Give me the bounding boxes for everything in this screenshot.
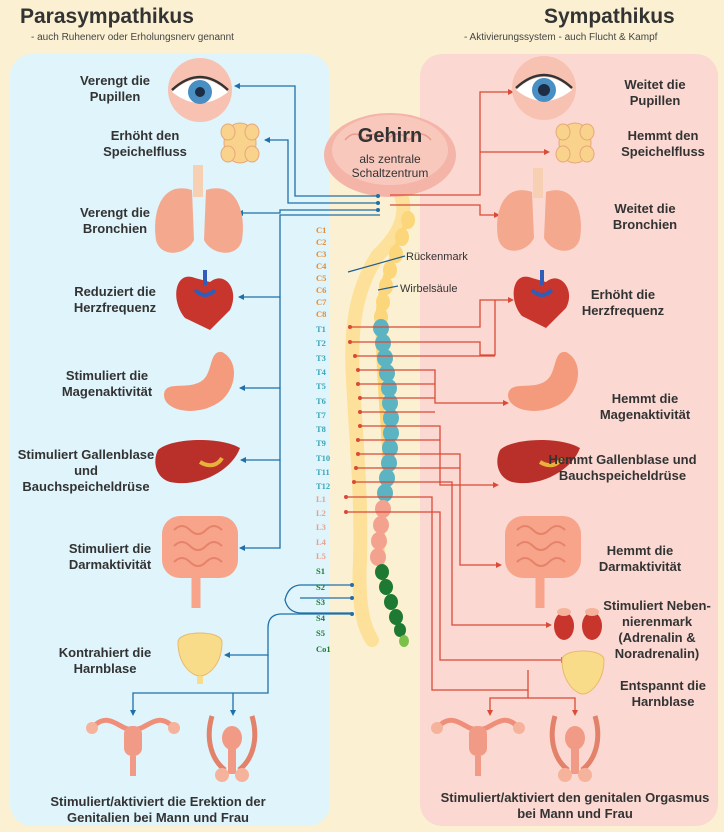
para-liver-label: Stimuliert Gallenblase und Bauchspeichel… <box>16 447 156 495</box>
segment-label-c1: C1 <box>316 225 342 235</box>
segment-label-c4: C4 <box>316 261 342 271</box>
eye-icon <box>168 58 232 122</box>
segment-label-t4: T4 <box>316 367 342 377</box>
para-heart-label: Reduziert die Herzfrequenz <box>60 284 170 316</box>
spinal-cord-label: Rückenmark <box>406 251 468 263</box>
salivary-gland-icon-right <box>556 123 594 163</box>
lumbar-vertebrae <box>370 500 391 566</box>
segment-label-c8: C8 <box>316 309 342 319</box>
sym-bronchi-label: Weitet die Bronchien <box>600 201 690 233</box>
sym-genitals-label: Stimuliert/aktiviert den genitalen Orgas… <box>440 790 710 822</box>
female-genital-icon-right <box>431 720 525 776</box>
segment-label-s1: S1 <box>316 566 342 576</box>
segment-label-c3: C3 <box>316 249 342 259</box>
segment-label-t6: T6 <box>316 396 342 406</box>
sym-heart-label: Erhöht die Herzfrequenz <box>568 287 678 319</box>
para-pupils-label: Verengt die Pupillen <box>65 73 165 105</box>
segment-label-t10: T10 <box>316 453 342 463</box>
intestine-icon <box>162 516 238 608</box>
para-bronchi-label: Verengt die Bronchien <box>65 205 165 237</box>
para-saliva-label: Erhöht den Speichelfluss <box>80 128 210 160</box>
segment-label-s5: S5 <box>316 628 342 638</box>
male-genital-icon <box>209 716 255 782</box>
stomach-icon <box>164 352 234 411</box>
brain-subtitle: als zentrale Schaltzentrum <box>340 152 440 180</box>
segment-label-t8: T8 <box>316 424 342 434</box>
sym-intestine-label: Hemmt die Darmaktivität <box>585 543 695 575</box>
sym-stomach-label: Hemmt die Magenaktivität <box>585 391 705 423</box>
segment-label-l3: L3 <box>316 522 342 532</box>
segment-label-t11: T11 <box>316 467 342 477</box>
segment-label-l2: L2 <box>316 508 342 518</box>
segment-label-t1: T1 <box>316 324 342 334</box>
thoracic-vertebrae <box>373 319 399 502</box>
segment-label-co1: Co1 <box>316 644 342 654</box>
para-bladder-label: Kontrahiert die Harnblase <box>50 645 160 677</box>
intestine-icon-right <box>505 516 581 608</box>
segment-label-s4: S4 <box>316 613 342 623</box>
female-genital-icon <box>86 720 180 776</box>
stomach-icon-right <box>508 352 578 411</box>
adrenal-gland-icon <box>554 608 602 640</box>
liver-icon <box>155 440 240 483</box>
lungs-icon-right <box>497 168 581 251</box>
salivary-gland-icon <box>221 123 259 163</box>
sym-liver-label: Hemmt Gallenblase und Bauchspeicheldrüse <box>535 452 710 484</box>
lungs-icon <box>155 165 243 253</box>
heart-icon-right <box>514 270 569 328</box>
segment-label-c5: C5 <box>316 273 342 283</box>
segment-label-l4: L4 <box>316 537 342 547</box>
para-genitals-label: Stimuliert/aktiviert die Erektion der Ge… <box>28 794 288 826</box>
segment-label-t2: T2 <box>316 338 342 348</box>
segment-label-c6: C6 <box>316 285 342 295</box>
bladder-icon <box>178 633 222 684</box>
para-stomach-label: Stimuliert die Magenaktivität <box>52 368 162 400</box>
segment-label-t9: T9 <box>316 438 342 448</box>
bladder-icon-right <box>562 651 604 694</box>
segment-label-t12: T12 <box>316 481 342 491</box>
segment-label-c2: C2 <box>316 237 342 247</box>
segment-label-l1: L1 <box>316 494 342 504</box>
para-intestine-label: Stimuliert die Darmaktivität <box>55 541 165 573</box>
brain-title: Gehirn <box>350 125 430 148</box>
sym-pupils-label: Weitet die Pupillen <box>615 77 695 109</box>
segment-label-c7: C7 <box>316 297 342 307</box>
sym-adrenal-label: Stimuliert Neben-nierenmark (Adrenalin &… <box>602 598 712 662</box>
sacral-vertebrae <box>375 564 409 647</box>
vertebrae-label: Wirbelsäule <box>400 283 457 295</box>
segment-label-t7: T7 <box>316 410 342 420</box>
segment-label-l5: L5 <box>316 551 342 561</box>
male-genital-icon-right <box>552 716 598 782</box>
segment-label-t5: T5 <box>316 381 342 391</box>
segment-label-t3: T3 <box>316 353 342 363</box>
sym-saliva-label: Hemmt den Speichelfluss <box>608 128 718 160</box>
eye-icon-right <box>512 56 576 120</box>
segment-label-s3: S3 <box>316 597 342 607</box>
heart-icon <box>176 270 233 330</box>
sym-bladder-label: Entspannt die Harnblase <box>608 678 718 710</box>
segment-label-s2: S2 <box>316 582 342 592</box>
